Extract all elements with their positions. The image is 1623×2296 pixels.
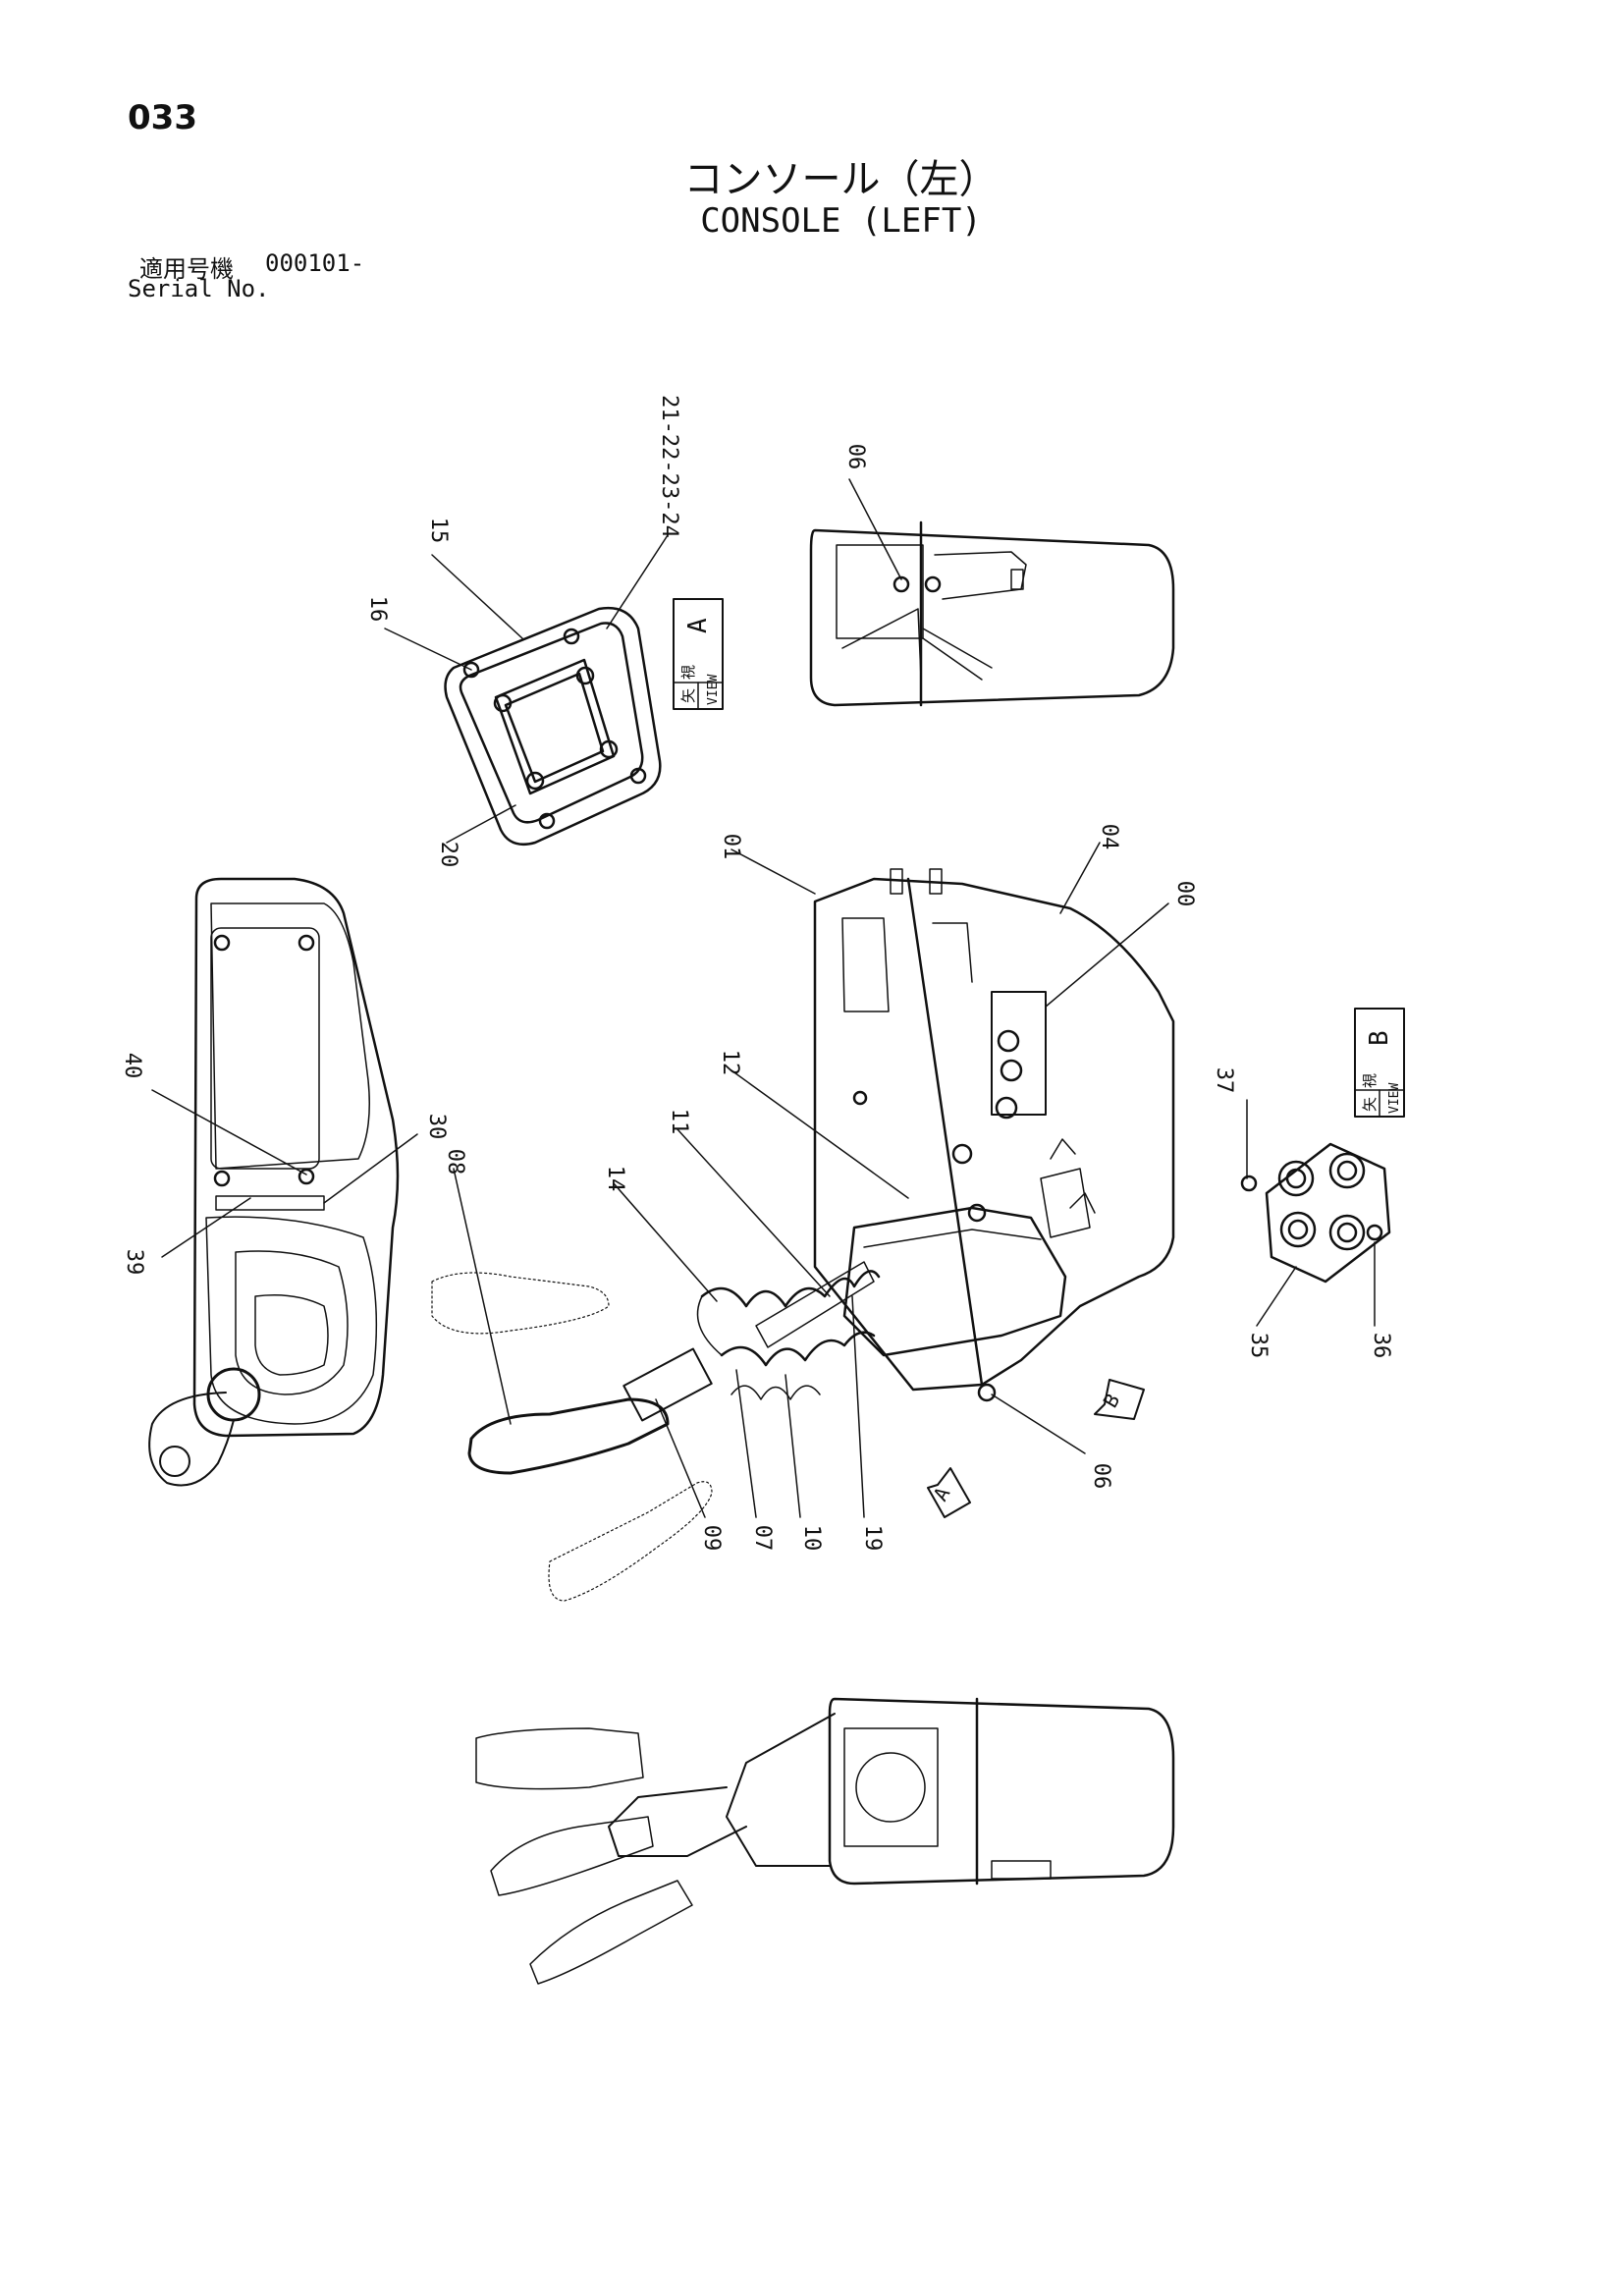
callout-10: 10 bbox=[799, 1525, 824, 1552]
callout-11: 11 bbox=[667, 1109, 691, 1135]
callout-06: 06 bbox=[843, 444, 868, 470]
callout-07: 07 bbox=[750, 1525, 775, 1552]
view-b-label-box bbox=[1354, 1008, 1405, 1118]
serial-label-english: Serial No. bbox=[128, 275, 270, 302]
view-a-jp: 矢 視 bbox=[679, 665, 697, 703]
callout-14: 14 bbox=[603, 1166, 627, 1192]
view-a-arrow bbox=[927, 1467, 971, 1518]
serial-label-japanese: 適用号機 bbox=[139, 255, 234, 283]
callout-04: 04 bbox=[1097, 824, 1121, 850]
callout-01: 01 bbox=[719, 834, 743, 860]
callout-00: 00 bbox=[1172, 881, 1197, 907]
callout-40: 40 bbox=[120, 1053, 144, 1079]
view-a-letter: A bbox=[683, 618, 713, 633]
callout-19: 19 bbox=[860, 1525, 885, 1552]
title-japanese: コンソール（左） bbox=[683, 157, 999, 202]
serial-value: 000101- bbox=[265, 249, 365, 277]
callout-15: 15 bbox=[426, 518, 451, 544]
view-b-en: VIEW bbox=[1387, 1083, 1402, 1114]
arrow-b-letter: B bbox=[1099, 1390, 1125, 1411]
view-a-label-box bbox=[673, 598, 724, 710]
callout-21-22-23-24: 21-22-23-24 bbox=[657, 395, 681, 538]
console-side-view bbox=[475, 1697, 1175, 1985]
callout-12: 12 bbox=[718, 1050, 742, 1076]
view-a-en: VIEW bbox=[706, 675, 721, 705]
pilot-valve-view-b bbox=[1240, 1142, 1391, 1284]
callout-08: 08 bbox=[443, 1149, 467, 1175]
callout-36: 36 bbox=[1369, 1333, 1393, 1359]
callout-39: 39 bbox=[122, 1249, 146, 1276]
view-b-jp: 矢 視 bbox=[1361, 1073, 1379, 1112]
console-main-assembly bbox=[431, 868, 1175, 1602]
cover-plate bbox=[444, 606, 662, 847]
callout-37: 37 bbox=[1212, 1067, 1236, 1094]
title-english: CONSOLE (LEFT) bbox=[700, 201, 982, 241]
callout-16: 16 bbox=[365, 596, 390, 623]
arrow-a-letter: A bbox=[929, 1483, 955, 1504]
console-plan-view bbox=[148, 877, 400, 1487]
callout-30: 30 bbox=[424, 1114, 449, 1140]
callout-20: 20 bbox=[436, 842, 460, 868]
callout-09: 09 bbox=[699, 1525, 724, 1552]
callout-35: 35 bbox=[1246, 1333, 1271, 1359]
view-b-arrow bbox=[1094, 1379, 1145, 1420]
page-number: 033 bbox=[128, 98, 197, 137]
callout-06-lower: 06 bbox=[1089, 1463, 1113, 1490]
view-b-letter: B bbox=[1365, 1030, 1394, 1046]
console-top-view bbox=[809, 520, 1175, 707]
